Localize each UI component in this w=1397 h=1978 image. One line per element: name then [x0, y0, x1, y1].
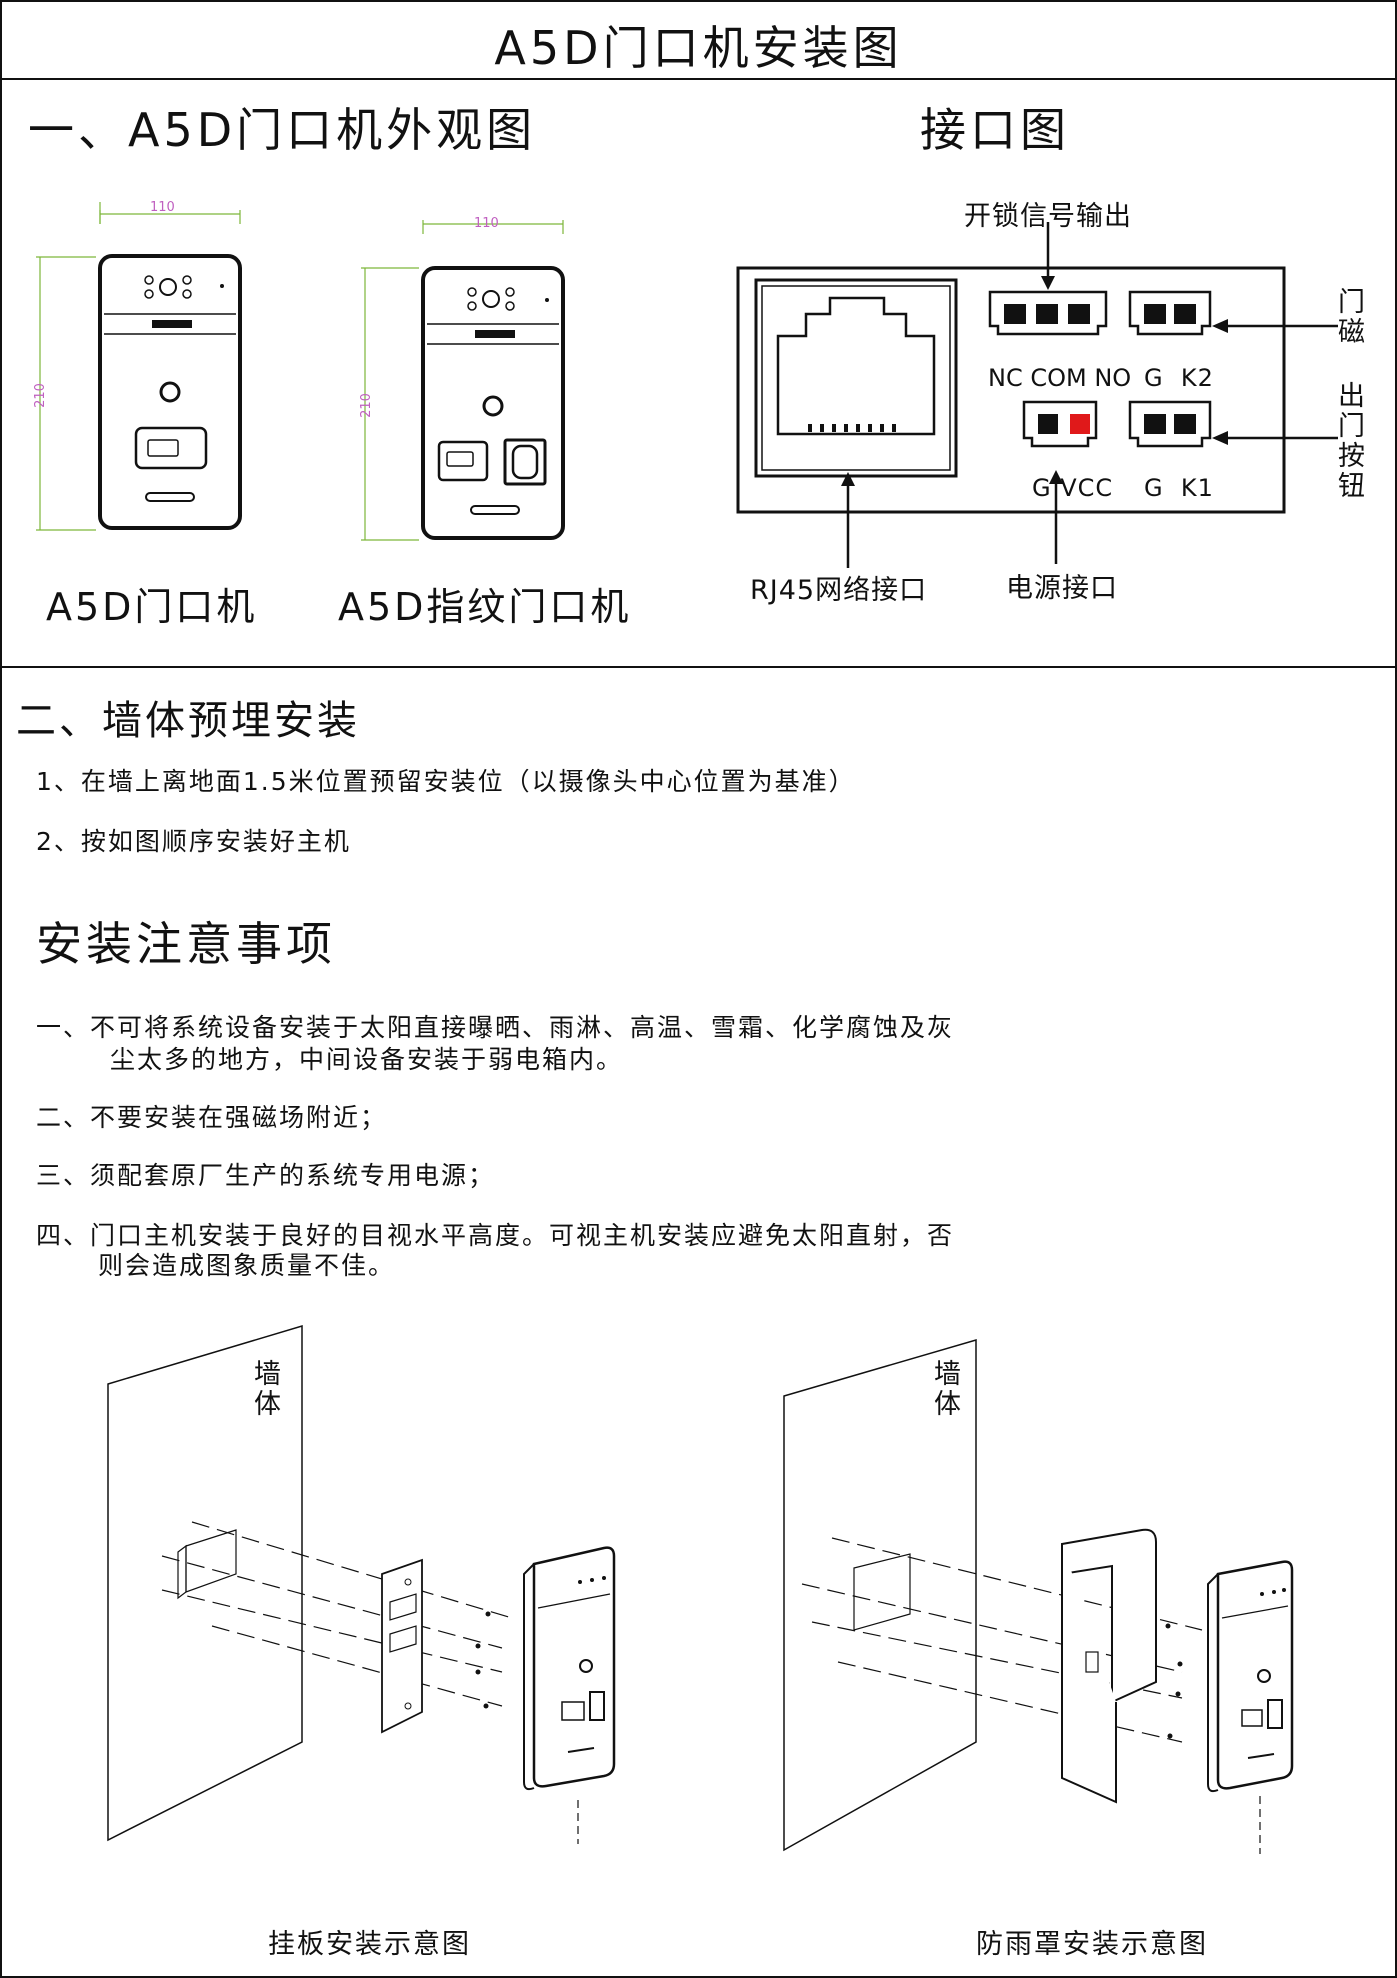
device2-drawing [361, 220, 565, 541]
note-1-line2: 尘太多的地方，中间设备安装于弱电箱内。 [110, 1045, 624, 1074]
interface-heading: 接口图 [920, 103, 1070, 157]
rain-cover-install-drawing [783, 1339, 1294, 1854]
note-1-line1: 一、不可将系统设备安装于太阳直接曝晒、雨淋、高温、雪霜、化学腐蚀及灰 [36, 1013, 955, 1042]
section1-heading: 一、A5D门口机外观图 [28, 103, 537, 157]
caption-wall-plate: 挂板安装示意图 [268, 1929, 471, 1960]
interface-diagram [736, 222, 1338, 568]
section2-item-1: 1、在墙上离地面1.5米位置预留安装位（以摄像头中心位置为基准） [36, 767, 856, 796]
device2-caption: A5D指纹门口机 [338, 585, 632, 629]
device1-drawing [36, 202, 242, 531]
device1-height-dim: 210 [32, 383, 48, 408]
device1-caption: A5D门口机 [46, 585, 258, 629]
notes-heading: 安装注意事项 [36, 917, 336, 971]
device2-width-dim: 110 [474, 216, 499, 231]
door-magnet-label: 门 磁 [1338, 287, 1365, 348]
section-divider [2, 666, 1395, 668]
exit-button-label: 出 门 按 钮 [1338, 381, 1365, 502]
section2-item-2: 2、按如图顺序安装好主机 [36, 827, 351, 856]
title-divider [2, 78, 1395, 80]
device2-height-dim: 210 [358, 393, 374, 418]
note-2: 二、不要安装在强磁场附近； [36, 1103, 388, 1132]
device1-width-dim: 110 [150, 200, 175, 215]
note-4-line1: 四、门口主机安装于良好的目视水平高度。可视主机安装应避免太阳直射，否 [36, 1221, 955, 1250]
power-pin-labels: G VCC [1032, 474, 1114, 502]
wall-label-left: 墙 体 [254, 1359, 281, 1420]
note-4-line2: 则会造成图象质量不佳。 [98, 1251, 396, 1280]
power-port-label: 电源接口 [1006, 573, 1118, 604]
relay-pin-labels: NC COM NO [988, 364, 1132, 392]
page-title: A5D门口机安装图 [494, 21, 903, 75]
wall-label-right: 墙 体 [934, 1359, 961, 1420]
vcc-pin [1070, 414, 1090, 434]
section2-heading: 二、墙体预埋安装 [16, 698, 360, 744]
k2-pin-labels: G K2 [1144, 364, 1214, 392]
caption-rain-cover: 防雨罩安装示意图 [976, 1929, 1208, 1960]
k1-pin-labels: G K1 [1144, 474, 1214, 502]
wall-plate-install-drawing [107, 1324, 616, 1844]
rj45-label: RJ45网络接口 [750, 575, 928, 606]
note-3: 三、须配套原厂生产的系统专用电源； [36, 1161, 496, 1190]
